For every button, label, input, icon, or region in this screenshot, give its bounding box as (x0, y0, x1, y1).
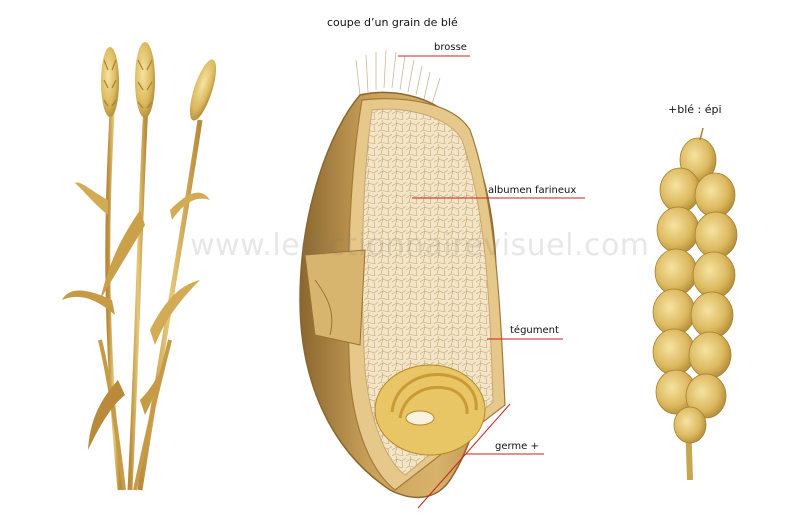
leader-lines (398, 55, 585, 509)
diagram-title: coupe d’un grain de blé (327, 16, 458, 29)
label-albumen: albumen farineux (488, 185, 577, 196)
label-germe[interactable]: germe + (495, 441, 539, 452)
grain-section (299, 49, 506, 499)
leader-germe (417, 403, 511, 509)
wheat-plant (62, 42, 217, 491)
label-tegument: tégument (510, 325, 559, 336)
label-brosse: brosse (434, 42, 467, 53)
watermark: www.ledictionnairevisuel.com (190, 228, 650, 263)
wheat-ear (652, 127, 738, 481)
label-epi[interactable]: +blé : épi (668, 103, 722, 116)
